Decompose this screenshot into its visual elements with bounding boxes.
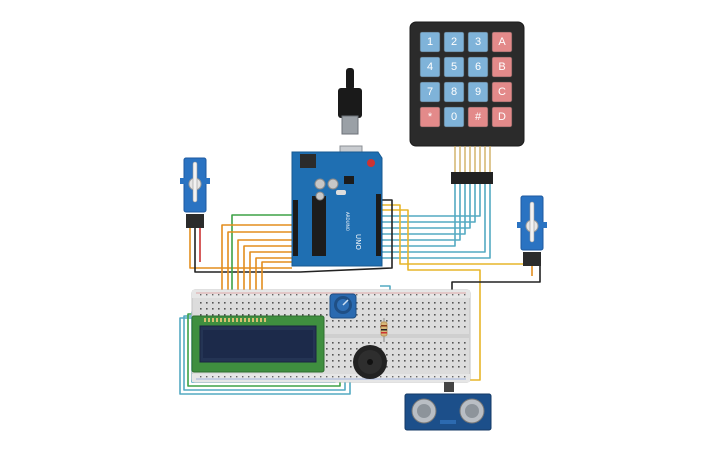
servo-left (180, 157, 210, 228)
resistor (380, 318, 388, 342)
keypad-wire-4 (382, 182, 471, 229)
lcd-wire-3 (237, 239, 296, 302)
keypad-wire-5 (382, 182, 476, 223)
servo-left-wire-black (194, 228, 300, 273)
keypad-wire-1 (382, 182, 456, 247)
keypad-wire-2 (382, 182, 461, 241)
keypad-key[interactable]: 1 (419, 31, 441, 53)
lcd-display (191, 315, 325, 373)
keypad-key-label: 4 (427, 61, 433, 73)
lcd-wire-6 (255, 257, 296, 302)
potentiometer (329, 293, 357, 319)
keypad-key[interactable]: 8 (443, 81, 465, 103)
ultrasonic-sensor (404, 382, 492, 431)
keypad-wire-3 (382, 182, 466, 235)
keypad-key-label: D (498, 111, 506, 123)
keypad-key-label: 8 (451, 86, 457, 98)
keypad-key[interactable]: C (491, 81, 513, 103)
keypad-key-label: 9 (475, 86, 481, 98)
keypad-wire-7 (382, 182, 486, 253)
arduino-model-label: UNO (354, 234, 362, 250)
lcd-wire-5 (249, 251, 296, 302)
keypad-key[interactable]: 9 (467, 81, 489, 103)
keypad-key[interactable]: 6 (467, 56, 489, 78)
wire-yellow-2 (382, 204, 528, 265)
keypad-key[interactable]: # (467, 106, 489, 128)
lcd-wire-7 (261, 261, 296, 302)
keypad-wire-8 (382, 182, 491, 259)
keypad-key[interactable]: A (491, 31, 513, 53)
keypad-key[interactable]: B (491, 56, 513, 78)
keypad-key[interactable]: 3 (467, 31, 489, 53)
keypad-key-label: * (428, 111, 433, 123)
arduino-uno-board: UNO ARDUINO (291, 68, 383, 267)
keypad-key-label: 5 (451, 61, 457, 73)
keypad-key-label: 0 (451, 111, 457, 123)
servo-right (517, 195, 547, 266)
keypad-key[interactable]: 2 (443, 31, 465, 53)
lcd-wire-1 (221, 224, 296, 302)
servo-left-wire-orange (189, 228, 292, 269)
wire-yellow-1 (382, 209, 481, 381)
wire-green-left (231, 214, 292, 302)
keypad-key-label: A (498, 36, 506, 48)
lcd-wire-4 (243, 245, 296, 302)
keypad-key-label: C (498, 86, 506, 98)
keypad-key[interactable]: 5 (443, 56, 465, 78)
keypad-key-label: B (498, 61, 505, 73)
keypad-key[interactable]: 0 (443, 106, 465, 128)
keypad-key-label: 2 (451, 36, 457, 48)
keypad-wire-6 (382, 182, 481, 217)
lcd-wire-2 (227, 231, 296, 302)
keypad-key-label: 7 (427, 86, 433, 98)
wire-black-1 (299, 199, 393, 273)
keypad-key-label: 3 (475, 36, 481, 48)
keypad-key[interactable]: * (419, 106, 441, 128)
keypad-key[interactable]: D (491, 106, 513, 128)
arduino-brand-label: ARDUINO (345, 212, 350, 231)
wire-black-2 (451, 264, 541, 290)
keypad-ribbon (454, 146, 491, 174)
keypad-key-label: 1 (427, 36, 433, 48)
keypad-key[interactable]: 4 (419, 56, 441, 78)
keypad-key-label: # (475, 111, 482, 123)
keypad-4x4: 1 2 3 A 4 5 6 B 7 8 9 C * 0 # D (409, 21, 525, 184)
lcd-pin-header (204, 318, 266, 322)
piezo-buzzer (353, 345, 387, 379)
keypad-key[interactable]: 7 (419, 81, 441, 103)
keypad-key-label: 6 (475, 61, 481, 73)
keypad-keys: 1 2 3 A 4 5 6 B 7 8 9 C * 0 # D (419, 31, 513, 128)
